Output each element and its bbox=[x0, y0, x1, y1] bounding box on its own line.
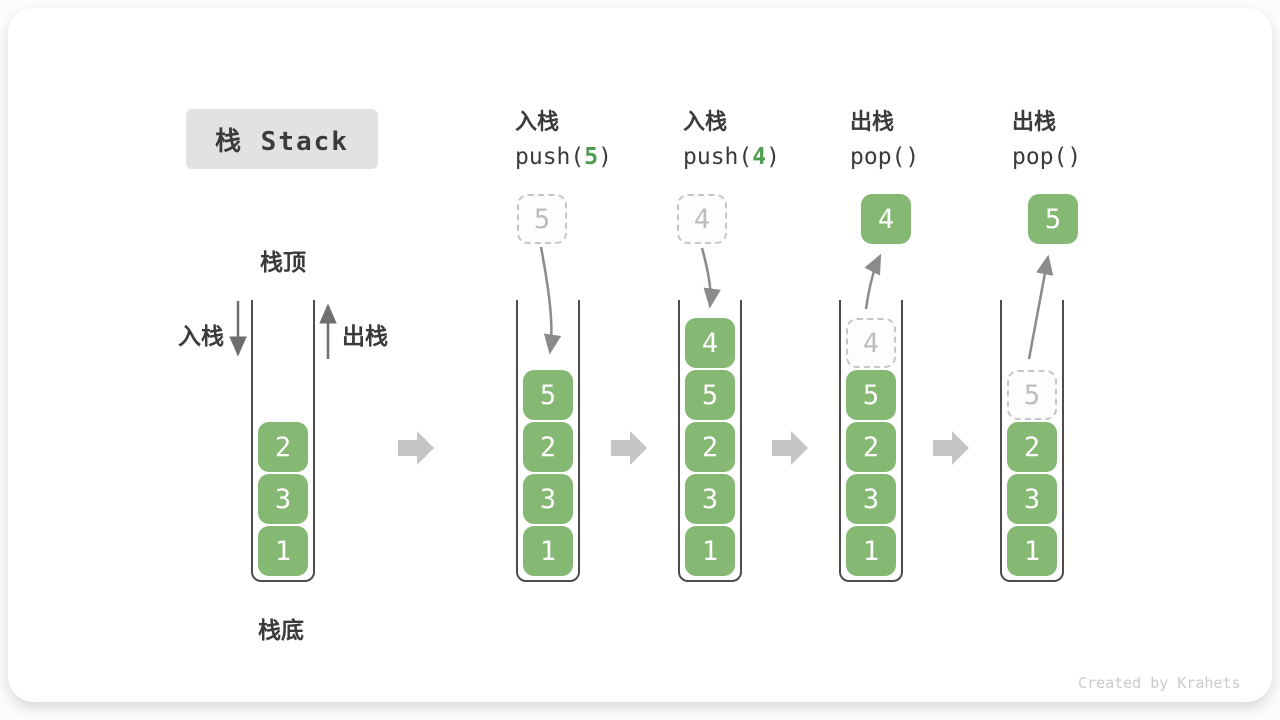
push-direction-label: 入栈 bbox=[178, 324, 224, 350]
operation-code: push(4) bbox=[683, 140, 780, 174]
operation-name: 入栈 bbox=[515, 110, 560, 135]
stack-container bbox=[678, 300, 742, 582]
stack-container bbox=[1000, 300, 1064, 582]
title-chip: 栈 Stack bbox=[186, 109, 378, 169]
code-text: pop() bbox=[1012, 144, 1082, 170]
stack-container bbox=[251, 300, 315, 582]
code-text: push( bbox=[515, 144, 585, 170]
operation-code: push(5) bbox=[515, 140, 612, 174]
stack-cell: 2 bbox=[1007, 422, 1057, 472]
ghost-cell: 4 bbox=[846, 318, 896, 368]
stack-bottom-label: 栈底 bbox=[258, 618, 304, 644]
stack-cell: 2 bbox=[846, 422, 896, 472]
stack-cell: 5 bbox=[685, 370, 735, 420]
operation-header: 入栈 push(4) bbox=[683, 106, 780, 174]
operation-code: pop() bbox=[850, 140, 919, 174]
stack-cell: 1 bbox=[685, 526, 735, 576]
stack-cell: 3 bbox=[846, 474, 896, 524]
incoming-value-box: 5 bbox=[517, 194, 567, 244]
stack-cell: 4 bbox=[685, 318, 735, 368]
code-text: ) bbox=[766, 144, 780, 170]
page-title: 栈 Stack bbox=[215, 126, 349, 157]
stack-cell: 5 bbox=[523, 370, 573, 420]
code-text: ) bbox=[598, 144, 612, 170]
operation-name: 入栈 bbox=[683, 110, 728, 135]
ghost-cell: 5 bbox=[1007, 370, 1057, 420]
watermark: Created by Krahets bbox=[1078, 674, 1241, 692]
stack-cell: 1 bbox=[846, 526, 896, 576]
code-text: pop() bbox=[850, 144, 920, 170]
operation-header: 出栈 pop() bbox=[850, 106, 919, 174]
operation-header: 入栈 push(5) bbox=[515, 106, 612, 174]
operation-name: 出栈 bbox=[850, 110, 895, 135]
stack-container bbox=[839, 300, 903, 582]
stack-cell: 3 bbox=[258, 474, 308, 524]
popped-value-box: 5 bbox=[1028, 194, 1078, 244]
stack-cell: 1 bbox=[258, 526, 308, 576]
stack-cell: 5 bbox=[846, 370, 896, 420]
operation-name: 出栈 bbox=[1012, 110, 1057, 135]
stack-cell: 2 bbox=[523, 422, 573, 472]
popped-value-box: 4 bbox=[861, 194, 911, 244]
stack-container bbox=[516, 300, 580, 582]
pop-direction-label: 出栈 bbox=[342, 324, 388, 350]
stack-cell: 2 bbox=[685, 422, 735, 472]
code-argument: 5 bbox=[584, 144, 599, 170]
code-argument: 4 bbox=[752, 144, 767, 170]
stack-cell: 3 bbox=[523, 474, 573, 524]
stack-cell: 1 bbox=[523, 526, 573, 576]
stack-cell: 3 bbox=[1007, 474, 1057, 524]
code-text: push( bbox=[683, 144, 753, 170]
operation-header: 出栈 pop() bbox=[1012, 106, 1081, 174]
operation-code: pop() bbox=[1012, 140, 1081, 174]
stack-top-label: 栈顶 bbox=[260, 250, 306, 276]
stack-cell: 2 bbox=[258, 422, 308, 472]
stack-cell: 3 bbox=[685, 474, 735, 524]
stack-cell: 1 bbox=[1007, 526, 1057, 576]
incoming-value-box: 4 bbox=[677, 194, 727, 244]
